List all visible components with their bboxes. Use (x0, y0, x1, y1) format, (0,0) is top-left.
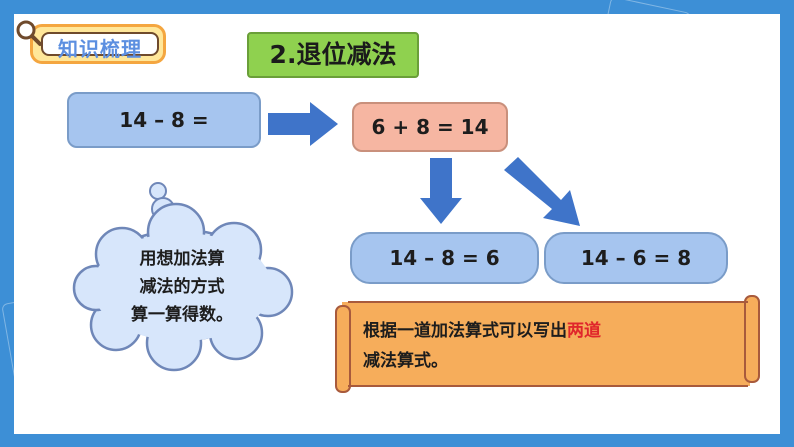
section-tag-label: 知识梳理 (58, 37, 142, 61)
scroll-banner (335, 295, 760, 393)
arrow-down-icon (420, 158, 462, 224)
arrow-diagonal-icon (504, 157, 580, 226)
scroll-note-highlight: 两道 (567, 321, 601, 341)
section-tag: 知识梳理 (30, 24, 166, 64)
scroll-note-line1-text: 根据一道加法算式可以写出 (363, 321, 567, 341)
scroll-note-line1: 根据一道加法算式可以写出两道 (363, 316, 713, 346)
arrow-right-icon (268, 102, 338, 146)
thought-bubble-dot (149, 182, 167, 200)
equation-result-b: 14 – 6 = 8 (544, 232, 728, 284)
magnifier-icon (16, 20, 42, 46)
thought-line: 用想加法算 (139, 249, 225, 269)
equation-start: 14 – 8 = (67, 92, 261, 148)
equation-addition: 6 + 8 = 14 (352, 102, 508, 152)
thought-line: 减法的方式 (139, 277, 225, 297)
scroll-note-line2: 减法算式。 (363, 351, 448, 371)
thought-line: 算一算得数。 (131, 305, 233, 325)
lesson-title: 2.退位减法 (247, 32, 419, 78)
section-tag-inner: 知识梳理 (41, 32, 159, 61)
equation-result-a: 14 – 8 = 6 (350, 232, 539, 284)
thought-bubble-text: 用想加法算 减法的方式 算一算得数。 (112, 245, 252, 329)
scroll-note-text: 根据一道加法算式可以写出两道 减法算式。 (363, 316, 713, 376)
